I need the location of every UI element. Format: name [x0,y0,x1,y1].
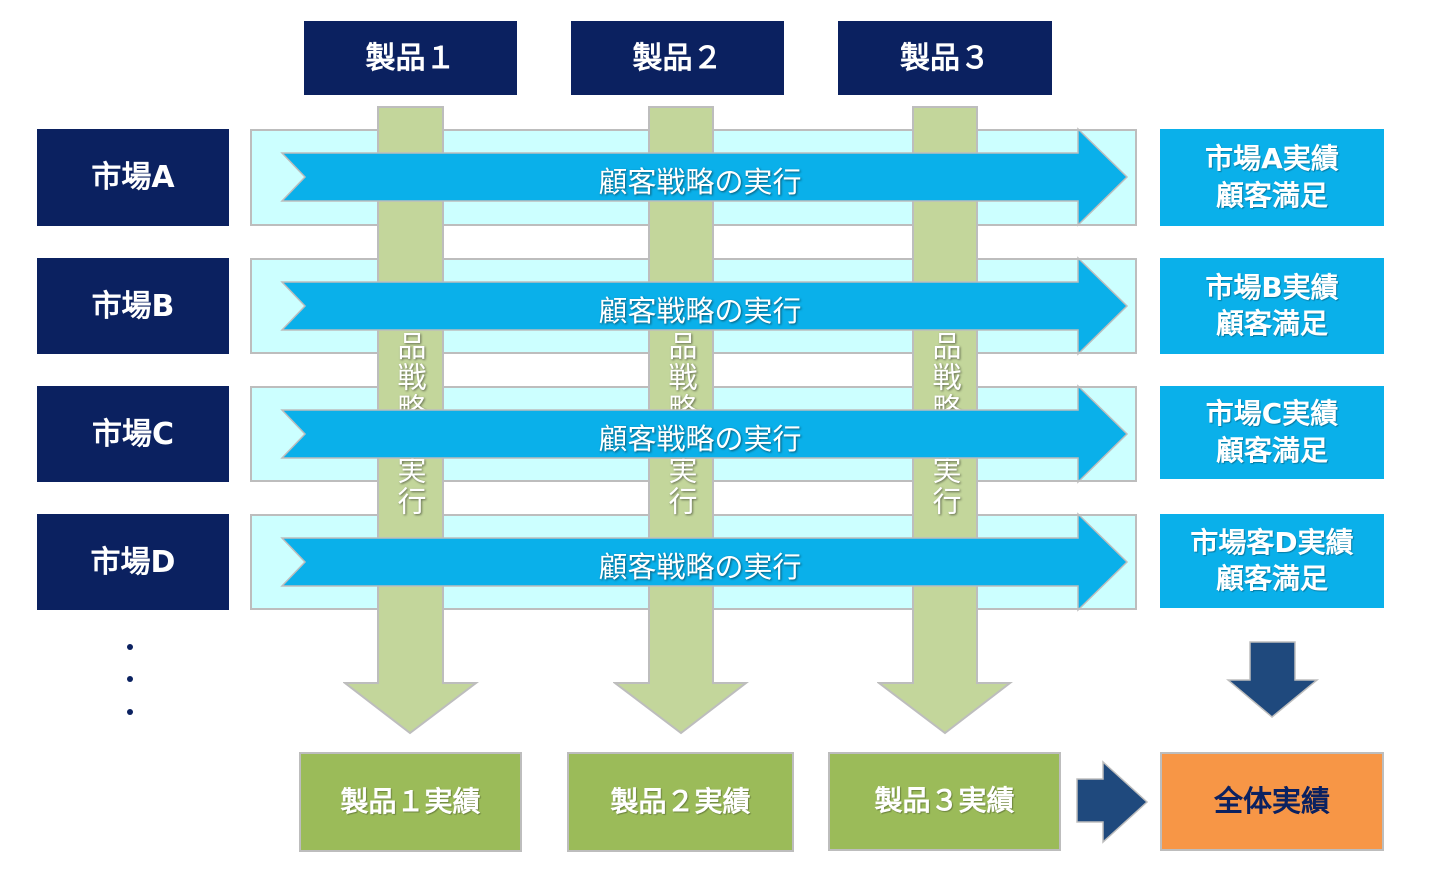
market-b: 市場B [37,258,229,354]
total-result: 全体実績 [1160,752,1384,851]
product-header-1: 製品１ [304,21,517,95]
market-a: 市場A [37,129,229,226]
down-arrow-icon [1226,641,1320,718]
market-result-a: 市場A実績顧客満足 [1160,129,1384,226]
customer-strategy-label-b: 顧客戦略の実行 [598,294,802,328]
result-title: 市場B実績 [1205,270,1339,304]
product-strategy-label-3: 製品戦略の実行 [928,300,962,517]
result-title: 市場客D実績 [1190,525,1354,559]
customer-arrow-c [280,384,1129,484]
customer-arrow-b [280,256,1129,356]
result-title: 市場C実績 [1205,397,1339,431]
product-header-2: 製品２ [571,21,784,95]
customer-arrow-a [280,127,1129,227]
market-d: 市場D [37,514,229,610]
result-subtitle: 顧客満足 [1215,562,1328,595]
customer-strategy-label-c: 顧客戦略の実行 [598,422,802,456]
product-header-3: 製品３ [838,21,1052,95]
result-subtitle: 顧客満足 [1215,178,1328,212]
customer-strategy-label-d: 顧客戦略の実行 [598,550,802,584]
product-strategy-label-2: 製品戦略の実行 [664,300,698,517]
ellipsis-dot [127,709,133,715]
product-result-2: 製品２実績 [567,752,794,852]
ellipsis-dot [127,644,133,650]
result-subtitle: 顧客満足 [1215,307,1328,340]
market-result-d: 市場客D実績顧客満足 [1160,514,1384,608]
customer-strategy-label-a: 顧客戦略の実行 [598,165,802,199]
ellipsis-dot [127,676,133,682]
market-c: 市場C [37,386,229,482]
right-arrow-icon [1076,760,1149,844]
market-result-c: 市場C実績顧客満足 [1160,386,1384,479]
product-result-1: 製品１実績 [299,752,522,852]
customer-arrow-d [280,512,1129,612]
market-result-b: 市場B実績顧客満足 [1160,258,1384,354]
product-result-3: 製品３実績 [828,752,1061,851]
product-strategy-label-1: 製品戦略の実行 [393,300,427,517]
result-subtitle: 顧客満足 [1215,433,1328,467]
result-title: 市場A実績 [1205,142,1339,176]
